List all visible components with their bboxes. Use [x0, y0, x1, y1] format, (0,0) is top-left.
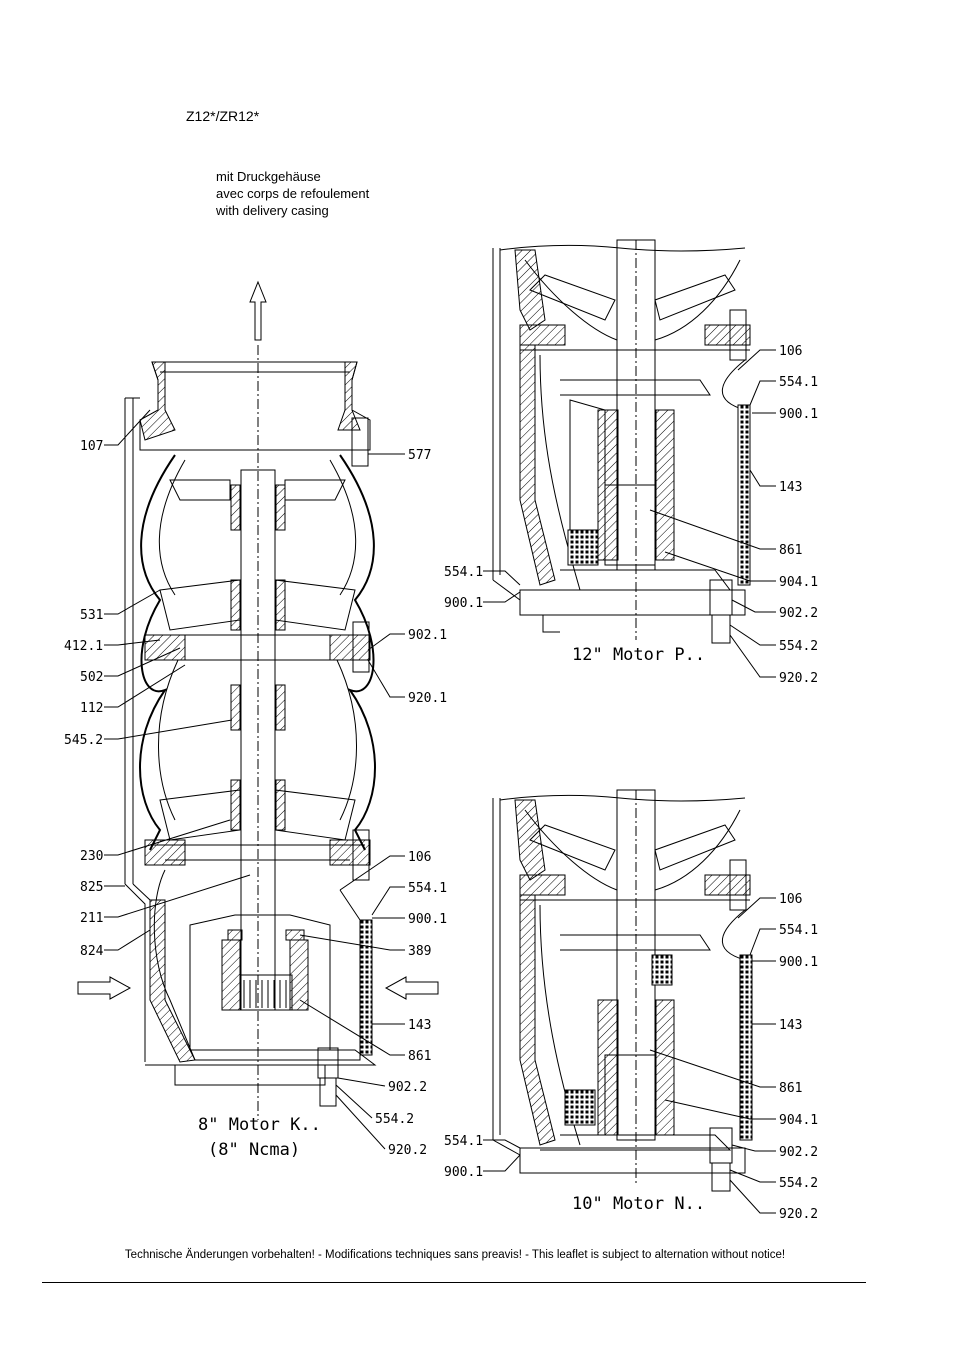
- part-label: 861: [408, 1049, 431, 1064]
- part-label: 825: [80, 880, 103, 895]
- part-label: 531: [80, 608, 103, 623]
- part-label: 920.2: [779, 1207, 818, 1222]
- flow-arrow-up-icon: [249, 280, 267, 341]
- part-label: 107: [80, 439, 103, 454]
- part-label: 904.1: [779, 575, 818, 590]
- part-label: 900.1: [779, 407, 818, 422]
- part-label: 902.2: [779, 606, 818, 621]
- part-label: 106: [408, 850, 431, 865]
- part-label: 554.2: [779, 1176, 818, 1191]
- part-label: 502: [80, 670, 103, 685]
- part-label: 861: [779, 1081, 802, 1096]
- part-label: 554.1: [408, 881, 447, 896]
- part-label: 554.2: [375, 1112, 414, 1127]
- flow-arrow-right-icon: [77, 976, 132, 1000]
- part-label: 900.1: [408, 912, 447, 927]
- model-title: Z12*/ZR12*: [186, 108, 260, 124]
- part-label: 389: [408, 944, 431, 959]
- part-label: 554.1: [444, 565, 483, 580]
- motor-subtitle: (8" Ncma): [208, 1140, 300, 1160]
- part-label: 861: [779, 543, 802, 558]
- part-label: 920.2: [779, 671, 818, 686]
- caption-line-de: mit Druckgehäuse: [216, 169, 321, 184]
- part-label: 112: [80, 701, 103, 716]
- footer-divider: [42, 1282, 866, 1283]
- part-label: 920.2: [388, 1143, 427, 1158]
- part-label: 143: [779, 1018, 802, 1033]
- motor-title: 8" Motor K..: [198, 1115, 321, 1135]
- part-label: 902.2: [388, 1080, 427, 1095]
- motor-title: 10" Motor N..: [572, 1194, 705, 1214]
- part-label: 824: [80, 944, 104, 959]
- part-label: 554.1: [779, 923, 818, 938]
- part-label: 904.1: [779, 1113, 818, 1128]
- caption-line-en: with delivery casing: [216, 203, 329, 218]
- part-label: 143: [408, 1018, 431, 1033]
- part-label: 900.1: [444, 1165, 483, 1180]
- part-label: 900.1: [444, 596, 483, 611]
- part-label: 902.2: [779, 1145, 818, 1160]
- caption-line-fr: avec corps de refoulement: [216, 186, 370, 201]
- part-label: 106: [779, 344, 802, 359]
- caption: mit Druckgehäuse avec corps de refouleme…: [216, 168, 369, 219]
- part-label: 106: [779, 892, 802, 907]
- part-label: 577: [408, 448, 431, 463]
- part-label: 230: [80, 849, 103, 864]
- motor-title: 12" Motor P..: [572, 645, 705, 665]
- footer-notice: Technische Änderungen vorbehalten! - Mod…: [124, 1249, 786, 1261]
- flow-arrow-left-icon: [384, 976, 439, 1000]
- part-label: 554.1: [444, 1134, 483, 1149]
- part-label: 143: [779, 480, 802, 495]
- part-label: 902.1: [408, 628, 447, 643]
- part-label: 554.1: [779, 375, 818, 390]
- drawing-12-inch-motor: 106 554.1 900.1 143 861 904.1 902.2 554.…: [444, 239, 818, 686]
- part-label: 545.2: [64, 733, 103, 748]
- part-label: 900.1: [779, 955, 818, 970]
- part-label: 211: [80, 911, 103, 926]
- drawing-8-inch-motor: 107 531 412.1 502 112 545.2 230 825 211 …: [64, 280, 447, 1160]
- part-label: 554.2: [779, 639, 818, 654]
- part-label: 412.1: [64, 639, 103, 654]
- drawing-10-inch-motor: 106 554.1 900.1 143 861 904.1 902.2 554.…: [444, 789, 818, 1222]
- part-label: 920.1: [408, 691, 447, 706]
